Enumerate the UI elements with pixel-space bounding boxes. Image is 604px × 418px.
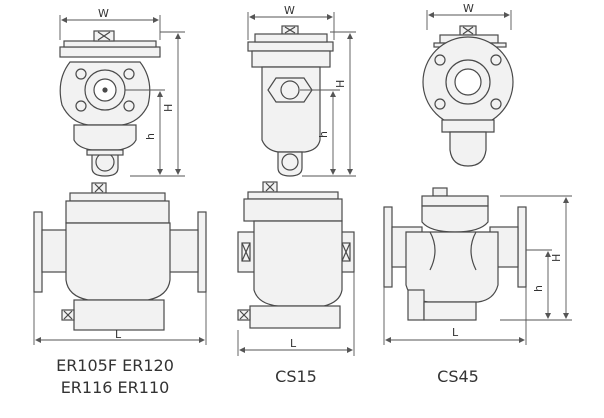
er105f-side-view: [59, 30, 161, 177]
cs15-front-bonnet: [243, 198, 343, 222]
caption-er105f-line1: ER105F ER120: [56, 356, 174, 375]
cs15-front-body: [253, 220, 343, 307]
cs15-front-view: [237, 181, 355, 329]
er105f-flange-right: [197, 211, 207, 293]
er105f-flange-left: [33, 211, 43, 293]
er105f-cap-bolts: [63, 40, 157, 48]
cs45-front-dims: [383, 195, 572, 345]
cs45-dim-l: L: [452, 326, 459, 339]
cs45-flange-right: [517, 206, 527, 288]
er105f-front-base: [73, 299, 165, 331]
er105f-side-dims: [59, 15, 185, 177]
er105f-cap-plate: [59, 46, 161, 58]
cs15-side-dims: [247, 12, 356, 177]
cs15-dim-h-upper: H: [334, 80, 347, 88]
cs45-dim-h-upper: H: [550, 254, 563, 262]
cs45-flange-left: [383, 206, 393, 288]
cs45-side-dims: [426, 10, 512, 30]
cs15-dim-h-lower: h: [317, 131, 330, 138]
er105f-front-bonnet: [65, 200, 170, 224]
er105f-dim-l: L: [115, 328, 122, 341]
er105f-pipe-left: [41, 229, 71, 273]
er105f-front-cover: [69, 192, 166, 202]
er105f-body: [73, 124, 137, 151]
er105f-front-body: [65, 222, 171, 301]
caption-cs15: CS15: [275, 367, 317, 386]
cs15-cap-plate: [247, 41, 334, 52]
er105f-dim-h-upper: H: [162, 104, 175, 112]
cs45-front-dome: [421, 205, 489, 233]
caption-er105f-line2: ER116 ER110: [60, 378, 170, 397]
er105f-dim-h-lower: h: [144, 133, 157, 140]
er105f-front-view: [33, 182, 207, 331]
cs45-dim-h-lower: h: [532, 285, 545, 292]
er105f-pipe-right: [165, 229, 199, 273]
cs15-front-cover: [247, 191, 339, 200]
cs15-front-dims: [237, 272, 355, 356]
cs45-front-view: [383, 187, 527, 321]
cs15-front-base: [249, 305, 341, 329]
cs45-side-view: [422, 25, 514, 167]
cs45-drain: [407, 289, 425, 321]
cs15-upper-body: [251, 50, 331, 68]
cs15-dim-w: W: [284, 4, 295, 17]
cs15-dim-l: L: [290, 337, 297, 350]
cs45-front-cover: [421, 195, 489, 207]
cs45-dim-w: W: [463, 2, 474, 15]
cs45-bottom-bowl: [449, 131, 487, 167]
caption-cs45: CS45: [437, 367, 479, 386]
cs15-side-view: [247, 25, 334, 177]
er105f-front-dims: [33, 292, 207, 345]
er105f-dim-w: W: [98, 7, 109, 20]
